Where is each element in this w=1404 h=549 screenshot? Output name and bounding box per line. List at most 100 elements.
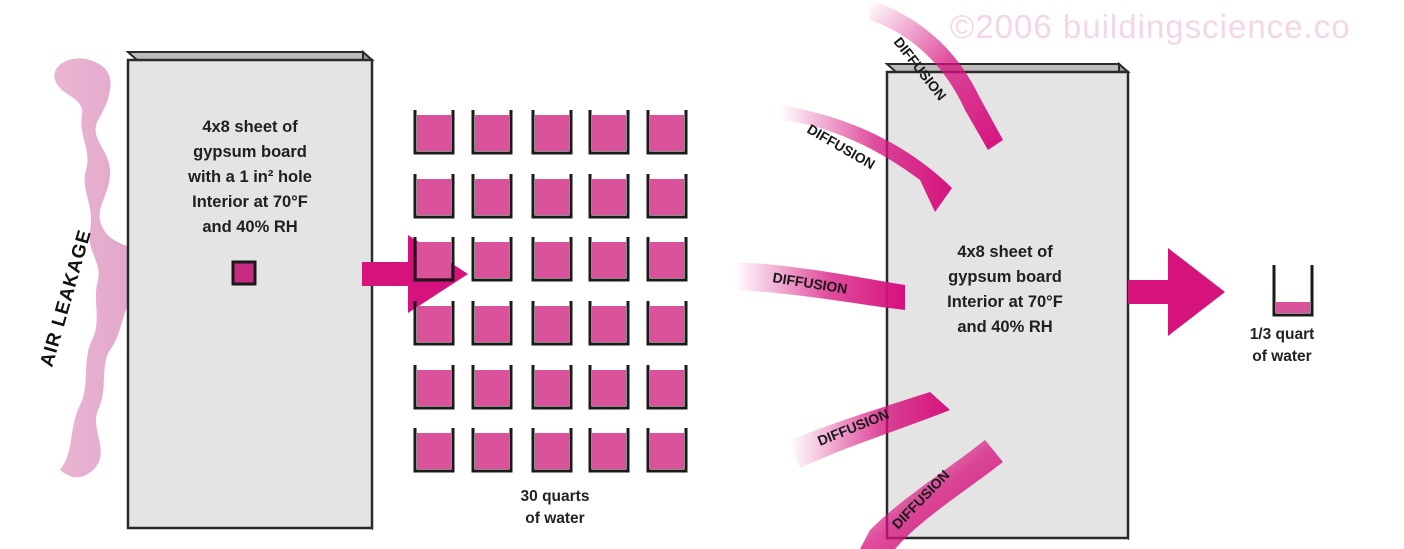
jar-outline [471,365,513,410]
jar-outline [531,174,573,219]
jar-water [535,306,569,342]
jar-water [535,370,569,406]
jar-outline [531,428,573,473]
jar-water [417,433,451,469]
jar-outline [646,365,688,410]
left-board-line-1: 4x8 sheet of [202,118,298,136]
water-jar [646,301,688,346]
left-board-label: 4x8 sheet of gypsum board with a 1 in² h… [150,115,350,240]
left-board-line-2: gypsum board [193,143,307,161]
water-jar [531,237,573,282]
water-jar [471,365,513,410]
right-board-line-4: and 40% RH [957,318,1053,336]
water-jar [471,174,513,219]
water-jar [413,174,455,219]
jar-water [417,115,451,151]
jar-outline [588,174,630,219]
water-jar [588,237,630,282]
right-board-label: 4x8 sheet of gypsum board Interior at 70… [905,240,1105,340]
diffusion-arrow-upper [780,105,952,212]
jar-water [650,242,684,278]
jar-water [650,370,684,406]
jar-outline [588,428,630,473]
water-jar [471,110,513,155]
jar-water [592,242,626,278]
jar-water [535,242,569,278]
right-board-line-3: Interior at 70°F [947,293,1063,311]
diffusion-arrow-lower [790,392,950,468]
water-jar [646,237,688,282]
jar-outline [471,174,513,219]
jar-outline [413,237,455,282]
left-result-line-1: 30 quarts [520,488,590,505]
water-jar [531,428,573,473]
jar-water [592,306,626,342]
water-jar [531,365,573,410]
water-jar [531,174,573,219]
jar-outline [646,110,688,155]
left-board-line-5: and 40% RH [202,218,298,236]
jar-water [475,242,509,278]
jar-water [535,115,569,151]
left-gypsum-board [125,49,375,531]
water-jar-grid [413,110,688,473]
jar-outline [531,237,573,282]
water-jar [413,365,455,410]
jar-water [535,433,569,469]
jar-outline [588,237,630,282]
water-jar [413,110,455,155]
jar-outline [471,110,513,155]
diffusion-arrow-middle [735,262,905,310]
right-result-line-2: of water [1252,348,1312,365]
jar-water [417,179,451,215]
jar-water [650,179,684,215]
water-jar [471,237,513,282]
water-jar [588,110,630,155]
water-jar [471,301,513,346]
jar-outline [531,301,573,346]
jar-water [535,179,569,215]
right-board-line-1: 4x8 sheet of [957,243,1053,261]
result-arrow-right [1128,248,1225,336]
jar-water [592,179,626,215]
jar-outline [413,365,455,410]
jar-outline [413,428,455,473]
jar-water [475,179,509,215]
jar-outline [646,237,688,282]
jar-water [475,433,509,469]
water-jar [646,365,688,410]
jar-outline [588,110,630,155]
jar-water [650,433,684,469]
jar-outline [588,365,630,410]
jar-outline [531,110,573,155]
left-board-line-3: with a 1 in² hole [188,168,312,186]
air-leakage-label: AIR LEAKAGE [37,227,96,369]
jar-outline [413,301,455,346]
water-jar [413,301,455,346]
right-result-caption: 1/3 quart of water [1222,324,1342,368]
jar-water [475,370,509,406]
jar-water [650,306,684,342]
jar-water [417,370,451,406]
jar-outline [646,174,688,219]
jar-outline [471,237,513,282]
water-jar [646,174,688,219]
left-result-caption: 30 quarts of water [480,486,630,530]
water-jar [531,110,573,155]
jar-outline [413,110,455,155]
water-jar [471,428,513,473]
jar-water [592,370,626,406]
diffusion-arrow-bottom [860,440,1003,549]
water-jar [588,174,630,219]
jar-outline [646,301,688,346]
jar-outline [531,365,573,410]
water-jar [646,110,688,155]
jar-outline [646,428,688,473]
copyright-watermark: ©2006 buildingscience.co [950,8,1351,45]
small-water-jar [1272,265,1314,317]
jar-outline [471,301,513,346]
diffusion-arrow-top [870,0,1003,150]
water-jar [588,428,630,473]
jar-water [417,242,451,278]
